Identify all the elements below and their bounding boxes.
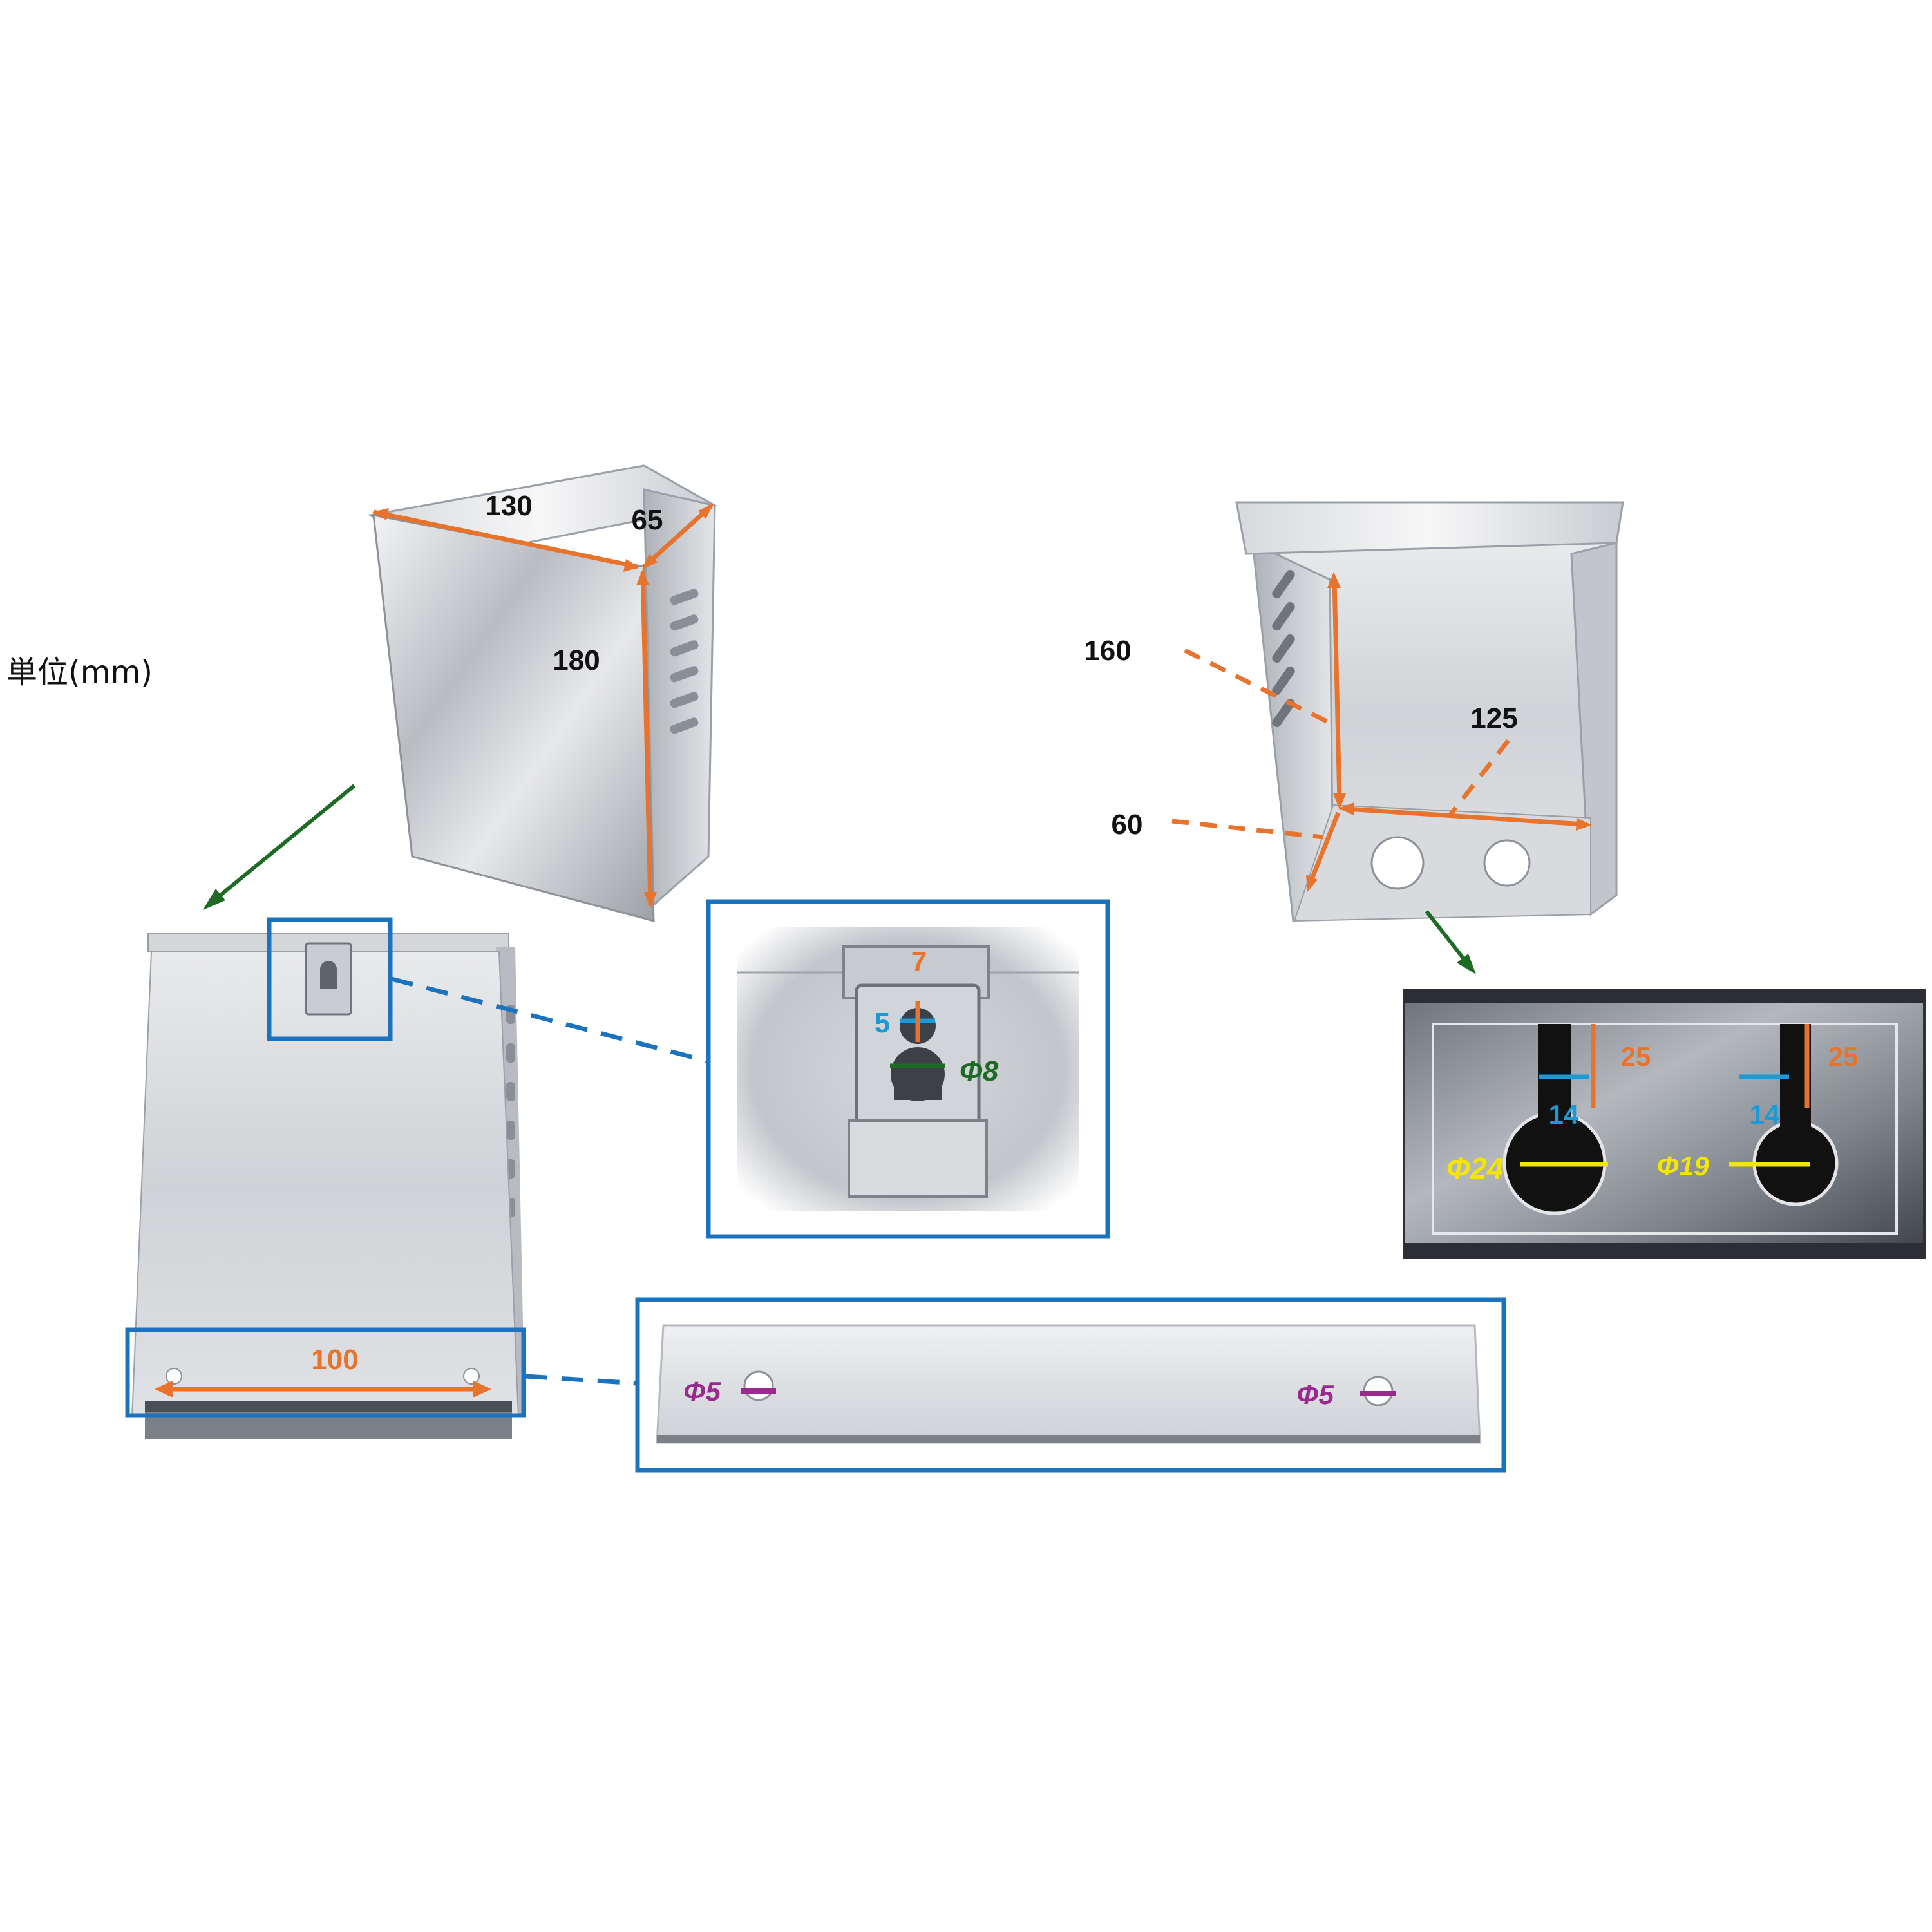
- front-depth-label: 65: [632, 504, 663, 536]
- strip-hole-left-label: Φ5: [683, 1376, 721, 1406]
- front-height-label: 180: [553, 645, 600, 676]
- front-box-view: 130 65 180: [368, 464, 718, 922]
- arrow-icon: [1425, 910, 1476, 974]
- mount-spacing-label: 100: [311, 1344, 358, 1376]
- dimension-arrow-icon: [1306, 572, 1592, 892]
- open-width-label: 125: [1470, 703, 1517, 734]
- plate-left-width-label: 14: [1549, 1099, 1579, 1130]
- plate-left-depth-label: 25: [1621, 1041, 1651, 1072]
- dimension-arrow-icon: [155, 1381, 491, 1397]
- plate-right-hole-label: Φ19: [1656, 1151, 1709, 1181]
- hole-icon: [743, 1370, 774, 1401]
- strip-hole-right-label: Φ5: [1296, 1379, 1334, 1410]
- open-height-label: 160: [1084, 635, 1131, 667]
- louver-icon: [670, 589, 699, 734]
- hook-detail-panel: 7 5 Φ8: [706, 899, 1110, 1239]
- hook-slot-width-label: 7: [911, 946, 927, 978]
- plate-right-width-label: 14: [1750, 1099, 1780, 1130]
- unit-label: 単位(mm): [6, 654, 153, 690]
- hole-icon: [463, 1368, 480, 1385]
- hook-hole-label: Φ8: [960, 1056, 999, 1087]
- arrow-icon: [203, 784, 355, 910]
- mount-strip-panel: Φ5 Φ5: [635, 1297, 1506, 1473]
- dimension-arrow-icon: [372, 504, 714, 908]
- back-box-view: 100: [125, 917, 526, 1439]
- hole-icon: [166, 1368, 182, 1385]
- front-width-label: 130: [485, 490, 532, 522]
- hook-icon: [305, 942, 352, 1016]
- open-box-view: 160 125 60: [1084, 501, 1624, 923]
- mount-highlight-frame: [125, 1327, 526, 1418]
- plate-right-depth-label: 25: [1828, 1041, 1859, 1072]
- hook-highlight-frame: [267, 917, 393, 1041]
- plate-left-hole-label: Φ24: [1446, 1151, 1504, 1185]
- hook-slot-small-label: 5: [875, 1007, 890, 1039]
- bottom-plate-panel: 25 14 Φ24 25 14 Φ19: [1403, 989, 1926, 1259]
- open-depth-label: 60: [1112, 809, 1143, 840]
